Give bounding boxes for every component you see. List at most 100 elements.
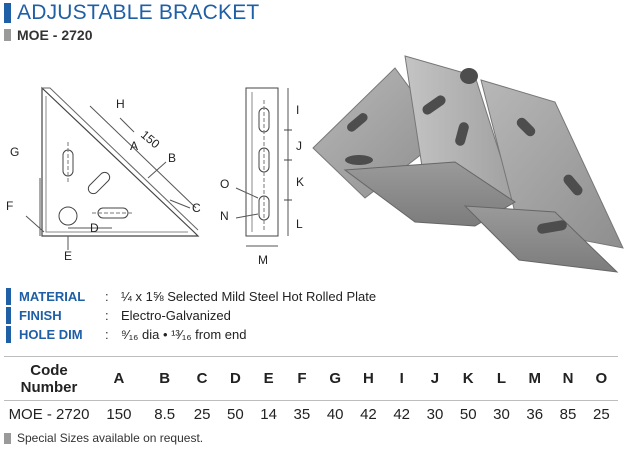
label-b: B (168, 151, 176, 165)
lower-plate (463, 205, 619, 273)
label-n: N (220, 209, 229, 223)
table-cell: 30 (418, 400, 452, 428)
base-hole (345, 155, 373, 165)
spec-marker (6, 288, 11, 305)
leader-n (235, 213, 259, 219)
technical-drawing: H 150 A B G F C D E I J K L O N M (6, 86, 304, 267)
spec-label: HOLE DIM (19, 327, 83, 342)
diagonal-slot (87, 171, 111, 195)
column-header: H (351, 356, 386, 401)
right-wing-plate (480, 79, 624, 249)
code-number-header: Code Number (4, 356, 94, 401)
label-a: A (130, 139, 138, 153)
table-cell: 42 (385, 400, 419, 428)
label-150: 150 (138, 128, 163, 152)
spec-colon: : (105, 327, 109, 342)
column-header: C (185, 356, 219, 401)
table-cell: 150 (94, 400, 144, 428)
subtitle-marker (4, 29, 11, 41)
leader-o (235, 187, 259, 199)
title-marker (4, 3, 11, 23)
product-code-subtitle: MOE - 2720 (17, 27, 93, 43)
column-header: N (551, 356, 585, 401)
bracket-slot (455, 122, 469, 146)
label-g: G (10, 145, 19, 159)
spec-colon: : (105, 289, 109, 304)
column-header: J (418, 356, 452, 401)
leader-b (147, 161, 167, 179)
code-number-cell: MOE - 2720 (4, 400, 94, 428)
label-e: E (64, 249, 72, 263)
spec-colon: : (105, 308, 109, 323)
table-cell: 50 (451, 400, 485, 428)
table-cell: 36 (518, 400, 552, 428)
column-header: K (451, 356, 485, 401)
leader-h (119, 117, 135, 133)
spec-row-hole-dim: HOLE DIM : ⁹⁄₁₆ dia • ¹³⁄₁₆ from end (6, 325, 376, 344)
table-cell: 30 (484, 400, 519, 428)
leader-c (169, 199, 191, 209)
side-view-outline (41, 86, 200, 237)
column-header: E (252, 356, 286, 401)
column-header: I (385, 356, 419, 401)
label-k: K (296, 175, 304, 189)
bracket-slot (516, 117, 536, 137)
label-c: C (192, 201, 201, 215)
front-view-outline (245, 87, 279, 237)
bracket-hole (460, 68, 478, 84)
column-header: G (318, 356, 352, 401)
product-photo (312, 55, 624, 273)
label-m: M (258, 253, 268, 267)
spec-label: MATERIAL (19, 289, 86, 304)
table-cell: 25 (584, 400, 618, 428)
footer-row: Special Sizes available on request. (4, 431, 203, 445)
bracket-slot (563, 174, 583, 196)
spec-value: ¼ x 1⅝ Selected Mild Steel Hot Rolled Pl… (121, 289, 377, 304)
label-f: F (6, 199, 13, 213)
footer-note: Special Sizes available on request. (17, 431, 204, 445)
column-header: A (94, 356, 144, 401)
table-header-row: Code Number A B C D E F G H I J K L M N … (4, 356, 618, 401)
table-cell: 40 (318, 400, 352, 428)
base-slot (537, 220, 567, 234)
corner-hole (58, 206, 78, 226)
front-view (235, 87, 292, 247)
bracket-slot (347, 113, 368, 132)
dimension-line-150 (89, 105, 197, 209)
table-cell: 8.5 (143, 400, 186, 428)
table-cell: 50 (218, 400, 252, 428)
hypotenuse-edge (42, 87, 199, 231)
dimension-line-f (25, 215, 45, 233)
column-header: F (285, 356, 319, 401)
table-cell: 35 (285, 400, 319, 428)
table-row: MOE - 2720 150 8.5 25 50 14 35 40 42 42 … (4, 400, 618, 428)
label-h: H (116, 97, 125, 111)
spec-value: Electro-Galvanized (121, 308, 231, 323)
label-i: I (296, 103, 299, 117)
column-header: D (218, 356, 252, 401)
specifications: MATERIAL : ¼ x 1⅝ Selected Mild Steel Ho… (6, 287, 376, 344)
column-header: B (143, 356, 186, 401)
label-o: O (220, 177, 229, 191)
bracket-slot (422, 95, 446, 115)
spec-marker (6, 326, 11, 343)
page-title: ADJUSTABLE BRACKET (17, 1, 260, 24)
table-cell: 25 (185, 400, 219, 428)
column-header: M (518, 356, 552, 401)
table-cell: 85 (551, 400, 585, 428)
label-l: L (296, 217, 303, 231)
spec-label: FINISH (19, 308, 62, 323)
title-row: ADJUSTABLE BRACKET (4, 1, 260, 24)
spec-value: ⁹⁄₁₆ dia • ¹³⁄₁₆ from end (121, 327, 247, 342)
front-view-labels: I J K L O N M (220, 103, 304, 267)
side-view (25, 86, 200, 250)
label-d: D (90, 221, 99, 235)
spec-marker (6, 307, 11, 324)
column-header: L (484, 356, 519, 401)
label-j: J (296, 139, 302, 153)
subtitle-row: MOE - 2720 (4, 27, 92, 43)
side-view-inner-edge (45, 96, 188, 233)
column-header: O (584, 356, 618, 401)
dimension-table: Code Number A B C D E F G H I J K L M N … (4, 356, 618, 428)
side-view-labels: H 150 A B G F C D E (6, 97, 201, 263)
